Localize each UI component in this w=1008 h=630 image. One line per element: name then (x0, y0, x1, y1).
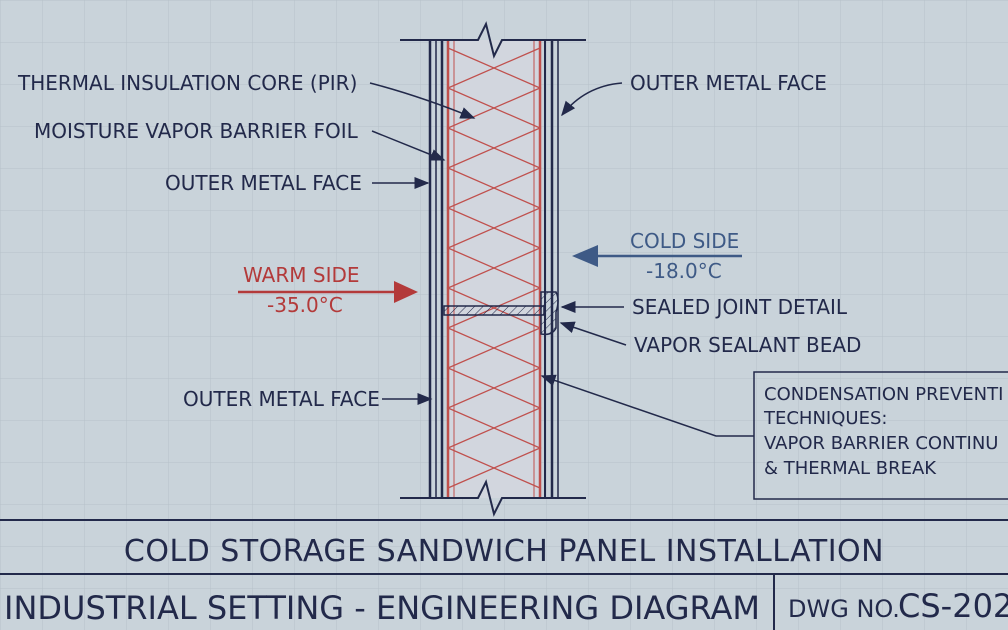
leader-insulation-core (369, 82, 476, 119)
leader-vapor-barrier (371, 130, 446, 161)
warm-side-label: WARM SIDE (243, 263, 360, 287)
warm-side-temp: -35.0°C (267, 293, 343, 317)
title-block (0, 519, 1008, 630)
sealed-joint (443, 305, 545, 316)
leader-outer-face-right (561, 82, 623, 117)
note-line-2: TECHNIQUES: (763, 408, 887, 429)
break-line-top (400, 21, 586, 59)
insulation-zigzag-alt (446, 47, 542, 489)
title-text: COLD STORAGE SANDWICH PANEL INSTALLATION (124, 534, 884, 569)
cold-side-label: COLD SIDE (630, 229, 739, 253)
break-line-bottom (400, 479, 586, 517)
subtitle-text: INDUSTRIAL SETTING - ENGINEERING DIAGRAM (4, 589, 760, 627)
label-outer-face-left-top: OUTER METAL FACE (165, 171, 362, 195)
leader-condensation-note (540, 374, 754, 437)
label-outer-face-right: OUTER METAL FACE (630, 71, 827, 95)
note-line-1: CONDENSATION PREVENTI (764, 384, 1003, 405)
dwg-number-prefix: DWG NO. (788, 595, 900, 623)
leader-sealant-bead (559, 321, 627, 346)
label-outer-face-left-bottom: OUTER METAL FACE (183, 387, 380, 411)
label-insulation-core: THERMAL INSULATION CORE (PIR) (17, 71, 357, 95)
sealant-bead (540, 291, 559, 336)
cold-side-temp: -18.0°C (646, 259, 722, 283)
note-line-4: & THERMAL BREAK (764, 458, 937, 479)
label-sealed-joint: SEALED JOINT DETAIL (632, 295, 848, 319)
left-metal-face (428, 40, 444, 498)
cold-side-arrow (572, 245, 742, 267)
right-metal-face (544, 40, 559, 498)
dwg-number: CS-202 (898, 587, 1008, 625)
label-vapor-barrier: MOISTURE VAPOR BARRIER FOIL (34, 119, 359, 143)
label-sealant-bead: VAPOR SEALANT BEAD (634, 333, 861, 357)
note-line-3: VAPOR BARRIER CONTINU (764, 433, 998, 454)
warm-side-arrow (238, 281, 418, 303)
